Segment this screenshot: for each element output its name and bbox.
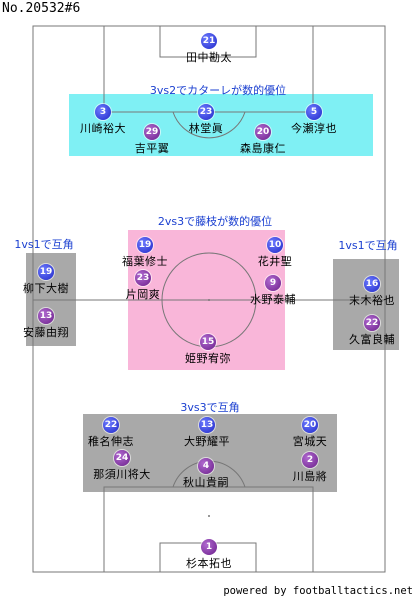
player-name: 柳下大樹 bbox=[23, 282, 69, 295]
diagram-title: No.20532#6 bbox=[2, 1, 81, 16]
zone-top-label: 3vs2でカターレが数的優位 bbox=[149, 84, 287, 97]
player-name: 末木裕也 bbox=[349, 294, 395, 307]
player-name: 林堂眞 bbox=[188, 122, 224, 135]
player-number: 23 bbox=[135, 270, 151, 286]
player-number: 9 bbox=[265, 275, 281, 291]
zone-top-area bbox=[69, 94, 373, 156]
player-name: 大野耀平 bbox=[184, 435, 230, 448]
player-number: 21 bbox=[201, 33, 217, 49]
player-number: 23 bbox=[198, 104, 214, 120]
player-name: 片岡爽 bbox=[125, 288, 161, 301]
player-name: 田中勘太 bbox=[186, 51, 232, 64]
player-name: 今瀬淳也 bbox=[291, 122, 337, 135]
credit-text: powered by footballtactics.net bbox=[223, 585, 413, 597]
player-number: 20 bbox=[302, 417, 318, 433]
player-number: 29 bbox=[144, 124, 160, 140]
player-number: 19 bbox=[38, 264, 54, 280]
zone-right-area bbox=[333, 259, 399, 350]
player-number: 19 bbox=[137, 237, 153, 253]
player-name: 森島康仁 bbox=[240, 142, 286, 155]
player-name: 稚名伸志 bbox=[88, 435, 134, 448]
player-name: 姫野宥弥 bbox=[185, 352, 231, 365]
player-name: 花井聖 bbox=[257, 255, 293, 268]
player-number: 22 bbox=[364, 315, 380, 331]
player-number: 5 bbox=[306, 104, 322, 120]
player-name: 安藤由翔 bbox=[23, 326, 69, 339]
zone-right-label: 1vs1で互角 bbox=[338, 239, 398, 252]
player-number: 10 bbox=[267, 237, 283, 253]
player-name: 川崎裕大 bbox=[80, 122, 126, 135]
player-name: 吉平翼 bbox=[134, 142, 170, 155]
player-number: 20 bbox=[255, 124, 271, 140]
player-number: 2 bbox=[302, 452, 318, 468]
player-number: 1 bbox=[201, 539, 217, 555]
player-name: 福葉修士 bbox=[122, 255, 168, 268]
zone-middle-label: 2vs3で藤枝が数的優位 bbox=[157, 215, 273, 228]
player-name: 那須川将大 bbox=[93, 468, 151, 481]
player-number: 3 bbox=[95, 104, 111, 120]
player-name: 秋山貴嗣 bbox=[183, 476, 229, 489]
player-name: 水野泰輔 bbox=[250, 293, 296, 306]
top-goal-box bbox=[159, 25, 257, 58]
player-number: 16 bbox=[364, 276, 380, 292]
player-name: 杉本拓也 bbox=[186, 557, 232, 570]
zone-bottom-label: 3vs3で互角 bbox=[180, 401, 240, 414]
player-name: 川島將 bbox=[292, 470, 328, 483]
player-number: 15 bbox=[200, 334, 216, 350]
player-number: 24 bbox=[114, 450, 130, 466]
bottom-penalty-spot bbox=[208, 515, 210, 517]
player-number: 4 bbox=[198, 458, 214, 474]
player-name: 宮城天 bbox=[292, 435, 328, 448]
player-name: 久富良輔 bbox=[349, 333, 395, 346]
center-spot bbox=[208, 299, 210, 301]
player-number: 13 bbox=[199, 417, 215, 433]
top-penalty-arc bbox=[172, 111, 246, 139]
zone-left-label: 1vs1で互角 bbox=[14, 238, 74, 251]
player-number: 13 bbox=[38, 308, 54, 324]
player-number: 22 bbox=[103, 417, 119, 433]
